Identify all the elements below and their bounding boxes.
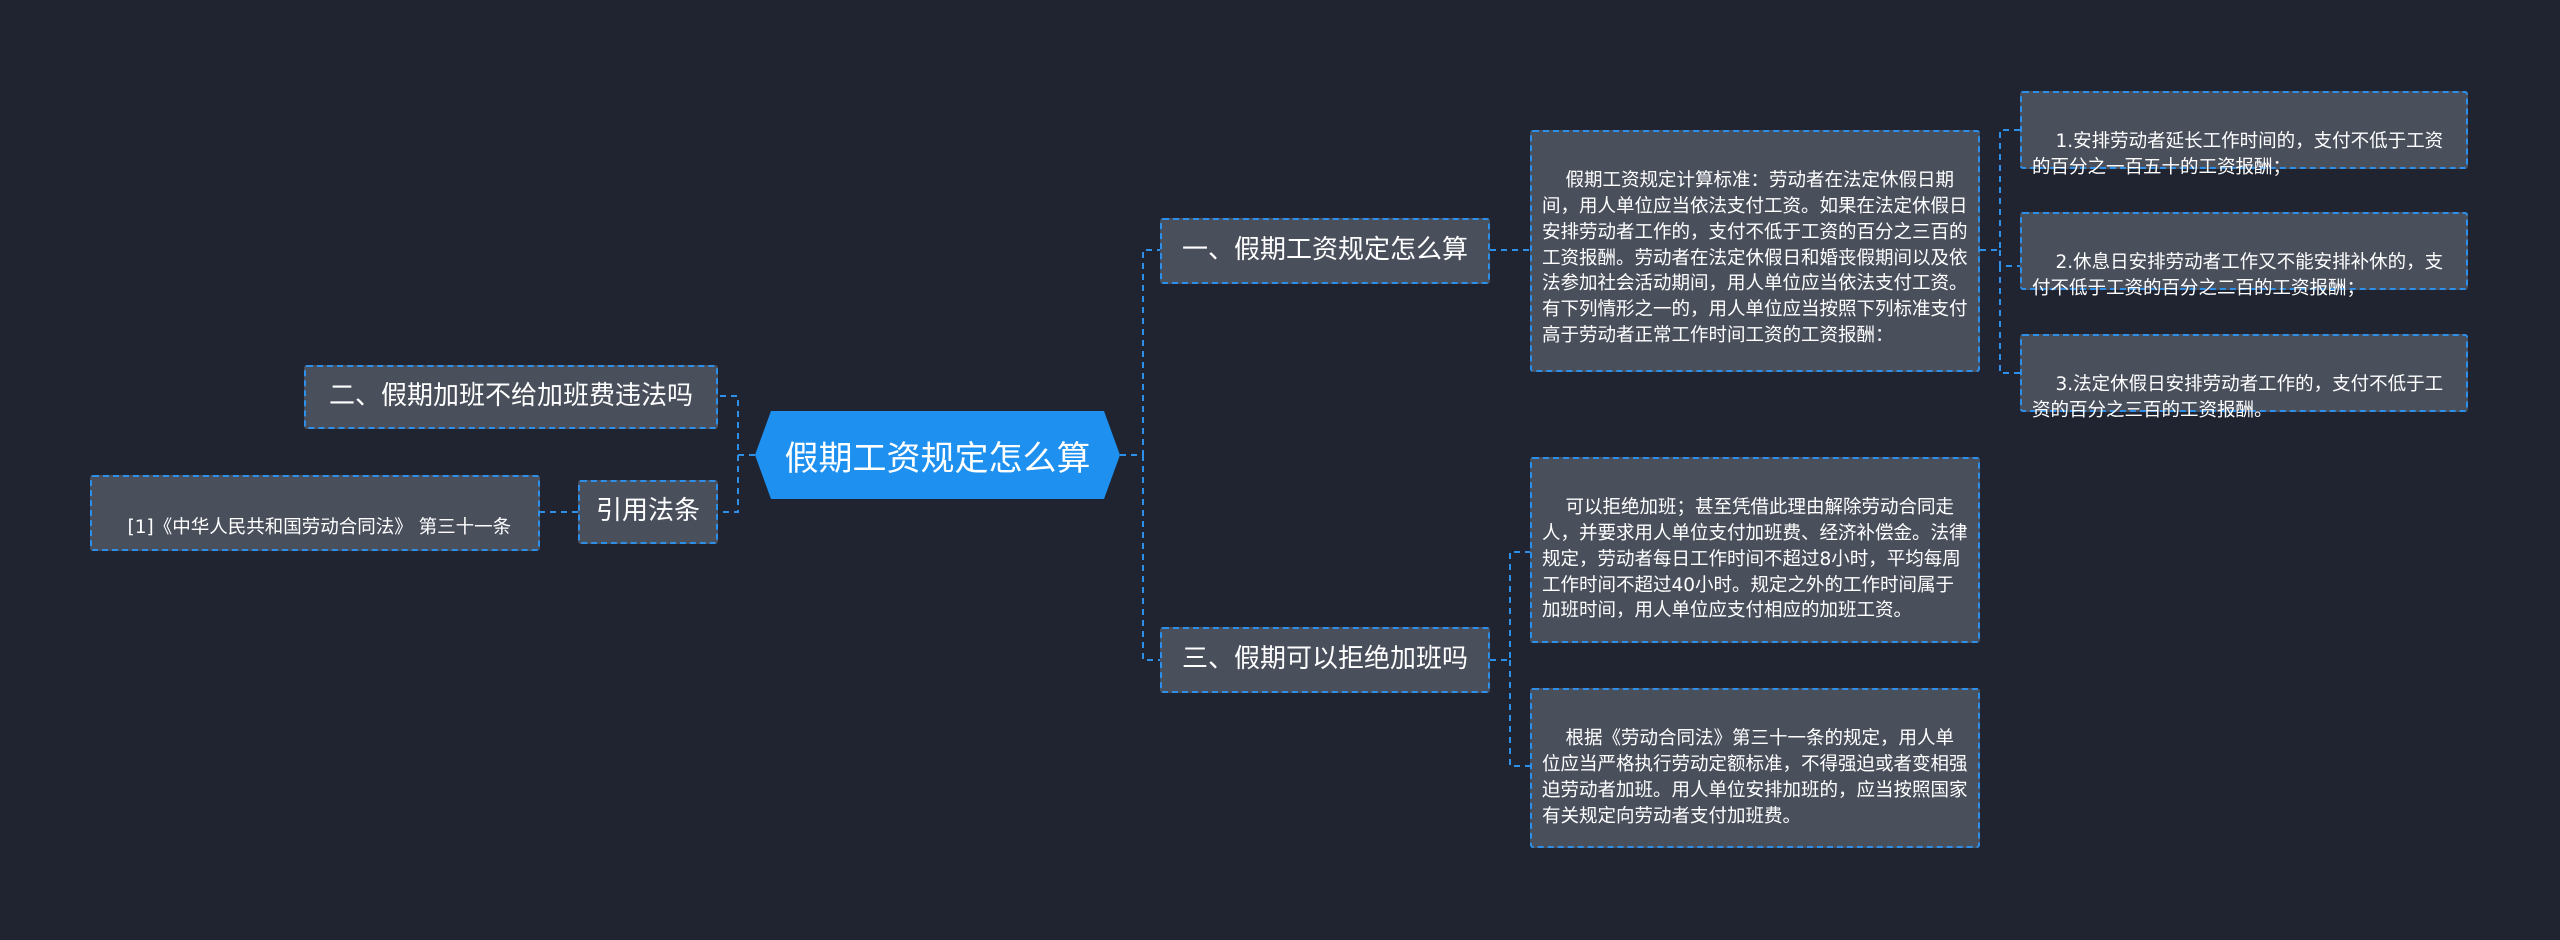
branch-node-cited-law[interactable]: 引用法条	[578, 480, 718, 544]
branch-label: 三、假期可以拒绝加班吗	[1181, 644, 1468, 675]
leaf-labor-contract-law[interactable]: 根据《劳动合同法》第三十一条的规定，用人单位应当严格执行劳动定额标准，不得强迫或…	[1530, 688, 1980, 848]
link-root-b2	[718, 395, 755, 456]
link-b3-leaves	[1490, 551, 1530, 767]
leaf-text: 2.休息日安排劳动者工作又不能安排补休的，支付不低于工资的百分之二百的工资报酬；	[2032, 251, 2444, 299]
leaf-law-citation[interactable]: [1]《中华人民共和国劳动合同法》 第三十一条	[90, 475, 540, 551]
branch-node-holiday-wage[interactable]: 一、假期工资规定怎么算	[1160, 218, 1490, 284]
root-node[interactable]: 假期工资规定怎么算	[755, 411, 1120, 499]
leaf-text: 根据《劳动合同法》第三十一条的规定，用人单位应当严格执行劳动定额标准，不得强迫或…	[1542, 727, 1968, 827]
branch-label: 一、假期工资规定怎么算	[1181, 235, 1468, 266]
leaf-text: 可以拒绝加班；甚至凭借此理由解除劳动合同走人，并要求用人单位支付加班费、经济补偿…	[1542, 496, 1968, 622]
leaf-wage-standard[interactable]: 假期工资规定计算标准：劳动者在法定休假日期间，用人单位应当依法支付工资。如果在法…	[1530, 130, 1980, 372]
branch-node-refuse-overtime[interactable]: 三、假期可以拒绝加班吗	[1160, 627, 1490, 693]
leaf-can-refuse[interactable]: 可以拒绝加班；甚至凭借此理由解除劳动合同走人，并要求用人单位支付加班费、经济补偿…	[1530, 457, 1980, 643]
leaf-item-rest-day[interactable]: 2.休息日安排劳动者工作又不能安排补休的，支付不低于工资的百分之二百的工资报酬；	[2020, 212, 2468, 299]
leaf-text: 假期工资规定计算标准：劳动者在法定休假日期间，用人单位应当依法支付工资。如果在法…	[1542, 169, 1968, 347]
leaf-text: [1]《中华人民共和国劳动合同法》 第三十一条	[127, 516, 512, 538]
root-label: 假期工资规定怎么算	[784, 438, 1091, 479]
leaf-text: 1.安排劳动者延长工作时间的，支付不低于工资的百分之一百五十的工资报酬；	[2032, 130, 2444, 178]
link-main-items	[1980, 129, 2020, 374]
branch-label: 引用法条	[595, 496, 700, 527]
link-root-b4	[718, 455, 739, 513]
branch-node-overtime-pay-illegal[interactable]: 二、假期加班不给加班费违法吗	[304, 365, 718, 429]
link-root-b3	[1142, 455, 1160, 661]
leaf-item-extended-hours[interactable]: 1.安排劳动者延长工作时间的，支付不低于工资的百分之一百五十的工资报酬；	[2020, 91, 2468, 178]
leaf-item-statutory-holiday[interactable]: 3.法定休假日安排劳动者工作的，支付不低于工资的百分之三百的工资报酬。	[2020, 334, 2468, 421]
link-root-b1	[1120, 249, 1160, 456]
root-shape	[755, 411, 1120, 499]
branch-label: 二、假期加班不给加班费违法吗	[328, 381, 693, 412]
leaf-text: 3.法定休假日安排劳动者工作的，支付不低于工资的百分之三百的工资报酬。	[2032, 373, 2444, 421]
